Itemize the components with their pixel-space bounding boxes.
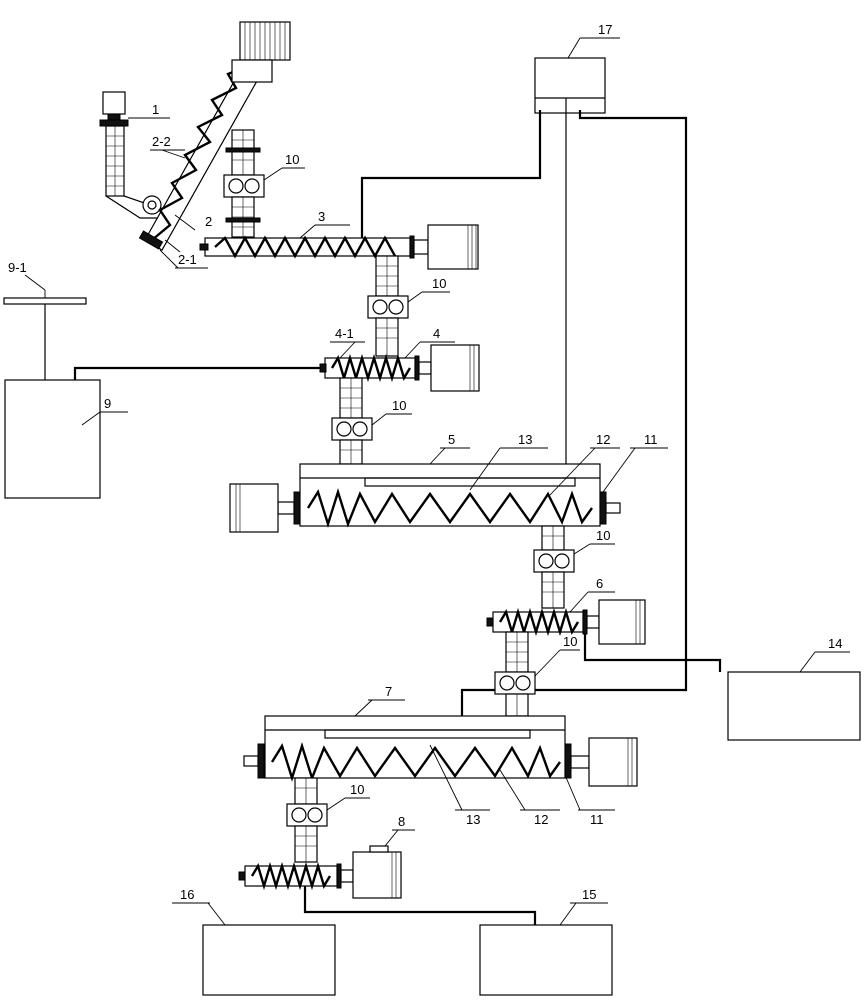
label-10-c: 10 xyxy=(392,398,406,413)
rotary-valve-10-c xyxy=(331,377,412,465)
controller-box-17 xyxy=(534,37,620,114)
label-2-1: 2-1 xyxy=(178,252,197,267)
label-13-bottom: 13 xyxy=(466,812,480,827)
rotary-valve-10-e xyxy=(494,631,580,717)
inclined-screw-conveyor-2 xyxy=(138,21,291,269)
rotary-valve-10-f xyxy=(286,777,370,863)
label-13-top: 13 xyxy=(518,432,532,447)
dryer-5 xyxy=(229,447,668,533)
label-6: 6 xyxy=(596,576,603,591)
label-5: 5 xyxy=(448,432,455,447)
label-9-1: 9-1 xyxy=(8,260,27,275)
label-10-f: 10 xyxy=(350,782,364,797)
label-8: 8 xyxy=(398,814,405,829)
label-4: 4 xyxy=(433,326,440,341)
screw-conveyor-6 xyxy=(486,591,646,645)
rotary-valve-10-b xyxy=(367,255,450,357)
label-12-bottom: 12 xyxy=(534,812,548,827)
label-10-b: 10 xyxy=(432,276,446,291)
rotary-valve-10-top xyxy=(223,129,305,238)
box-16 xyxy=(172,902,336,996)
label-10-top: 10 xyxy=(285,152,299,167)
callout-labels: 1 2-2 10 2 3 2-1 9-1 10 4-1 4 9 10 5 13 … xyxy=(8,22,842,902)
label-1: 1 xyxy=(152,102,159,117)
label-2: 2 xyxy=(205,214,212,229)
hopper-1 xyxy=(99,91,170,219)
label-3: 3 xyxy=(318,209,325,224)
control-wires xyxy=(73,98,722,925)
rotary-valve-10-d xyxy=(533,525,615,609)
label-10-d: 10 xyxy=(596,528,610,543)
label-15: 15 xyxy=(582,887,596,902)
label-14: 14 xyxy=(828,636,842,651)
label-17: 17 xyxy=(598,22,612,37)
screw-conveyor-3 xyxy=(199,224,479,270)
screw-conveyor-8 xyxy=(238,829,415,899)
label-10-e: 10 xyxy=(563,634,577,649)
tank-9 xyxy=(4,379,128,499)
box-15 xyxy=(479,902,613,996)
label-16: 16 xyxy=(180,887,194,902)
plate-9-1 xyxy=(3,274,87,380)
screw-conveyor-4 xyxy=(319,341,480,392)
label-4-1: 4-1 xyxy=(335,326,354,341)
dryer-7 xyxy=(243,699,638,811)
label-11-bottom: 11 xyxy=(590,812,604,827)
box-14 xyxy=(727,651,861,741)
label-11-top: 11 xyxy=(644,432,658,447)
label-12-top: 12 xyxy=(596,432,610,447)
label-7: 7 xyxy=(385,684,392,699)
label-9: 9 xyxy=(104,396,111,411)
label-2-2: 2-2 xyxy=(152,134,171,149)
